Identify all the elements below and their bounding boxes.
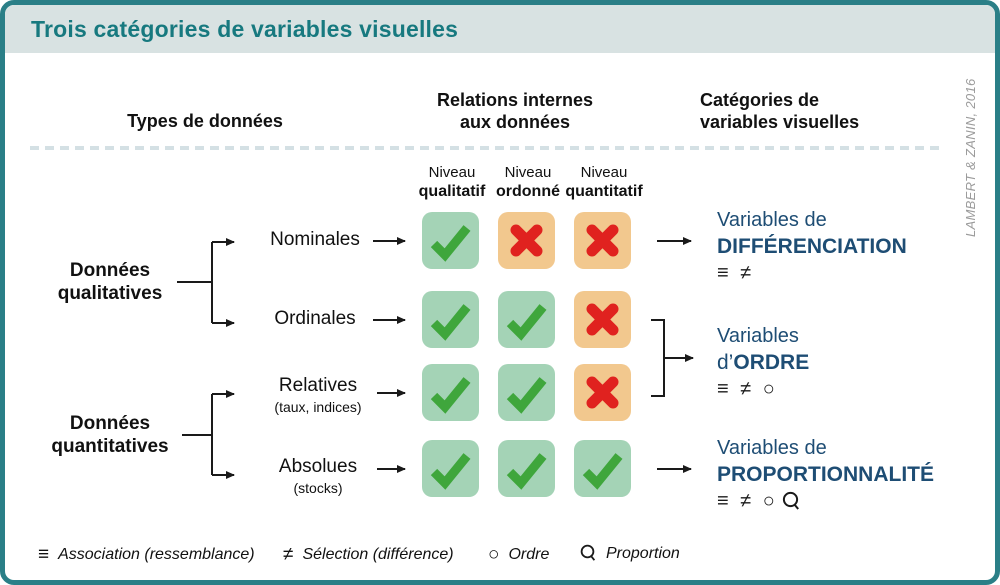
check-icon [506,377,547,414]
dashed-divider [30,146,940,150]
symbols-text: ≡ ≠ [717,262,752,284]
legend-item-association: ≡ Association (ressemblance) [38,544,255,565]
legend-item-ordre: ○ Ordre [488,544,550,565]
type-ordinales: Ordinales [274,308,356,329]
group-donnees-qualitatives: Données qualitatives [57,260,163,304]
cross-icon [586,376,619,409]
type-absolues-note: (stocks) [293,480,343,496]
page-title: Trois catégories de variables visuelles [31,15,459,42]
cross-icon [510,224,543,257]
matrix-cell [498,440,555,497]
check-icon [506,304,547,341]
type-relatives-note: (taux, indices) [274,399,362,415]
level-quantitatif: Niveau quantitatif [565,164,643,200]
legend-item-proportion: Proportion [580,544,680,563]
matrix-cell [574,291,631,348]
proportion-icon [782,491,799,510]
matrix-cell [422,440,479,497]
level-qualitatif: Niveau qualitatif [418,164,486,200]
symbols-text: ≡ ≠ ○ [717,490,775,512]
type-nominales: Nominales [270,229,360,250]
type-absolues: Absolues [278,456,358,477]
category-differenciation: Variables de DIFFÉRENCIATION ≡ ≠ [717,209,907,284]
check-icon [430,304,471,341]
matrix-cell [422,364,479,421]
matrix-cell [498,364,555,421]
credit-text: LAMBERT & ZANIN, 2016 [963,78,978,237]
selection-icon: ≠ [283,544,294,565]
header-relations-internes: Relations internes aux données [436,90,594,132]
check-icon [506,453,547,490]
proportion-icon [580,544,596,561]
association-icon: ≡ [38,544,50,565]
category-ordre: Variables d’ORDRE ≡ ≠ ○ [717,325,810,400]
legend-item-selection: ≠ Sélection (différence) [283,544,454,565]
symbols-text: ≡ ≠ ○ [717,378,775,400]
check-icon [430,377,471,414]
ordre-icon: ○ [488,544,500,565]
category-proportionnalite: Variables de PROPORTIONNALITÉ ≡ ≠ ○ [717,437,935,512]
cross-icon [586,303,619,336]
group-donnees-quantitatives: Données quantitatives [51,413,169,457]
level-ordonne: Niveau ordonné [496,164,560,200]
matrix-cell [498,291,555,348]
matrix-cell [574,212,631,269]
cross-icon [586,224,619,257]
check-icon [430,225,471,262]
type-relatives: Relatives [278,375,358,396]
check-icon [582,453,623,490]
check-icon [430,453,471,490]
matrix-cell [422,291,479,348]
matrix-cell [574,364,631,421]
matrix-cell [574,440,631,497]
matrix-cell [498,212,555,269]
title-bar: Trois catégories de variables visuelles [5,5,995,53]
header-types-de-donnees: Types de données [127,111,283,131]
header-categories-variables: Catégories de variables visuelles [700,90,860,132]
matrix-cell [422,212,479,269]
